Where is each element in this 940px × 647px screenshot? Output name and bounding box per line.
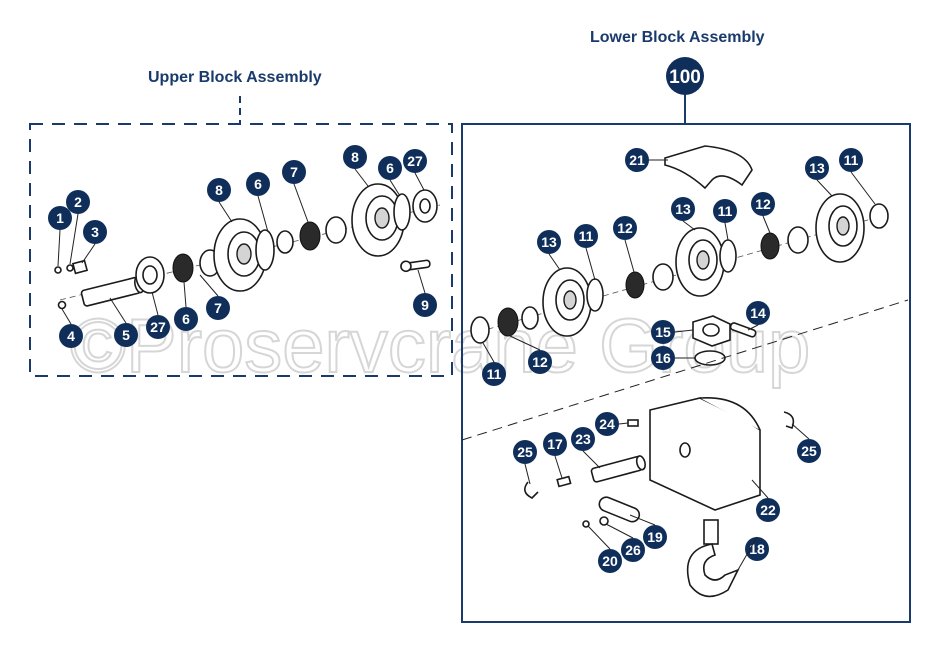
callout-badge: 5	[114, 323, 138, 347]
svg-text:20: 20	[602, 553, 618, 569]
callout-badge: 11	[839, 148, 863, 172]
assembly-100-badge: 100	[666, 57, 704, 95]
svg-text:12: 12	[755, 196, 771, 212]
callout-badge: 8	[207, 178, 231, 202]
svg-text:6: 6	[254, 176, 262, 192]
callout-badge: 12	[613, 216, 637, 240]
callout-badge: 24	[595, 412, 619, 436]
callout-badge: 7	[282, 160, 306, 184]
callout-badge: 6	[246, 172, 270, 196]
callout-badge: 26	[621, 538, 645, 562]
callout-badge: 13	[537, 230, 561, 254]
svg-text:27: 27	[407, 153, 423, 169]
callout-badge: 27	[403, 149, 427, 173]
lower-block-parts	[470, 145, 889, 598]
callout-badge: 11	[574, 224, 598, 248]
callout-badge: 11	[482, 362, 506, 386]
callout-badge: 4	[59, 324, 83, 348]
svg-text:13: 13	[541, 234, 557, 250]
callout-badge: 20	[598, 549, 622, 573]
svg-text:11: 11	[487, 366, 502, 382]
callout-badge: 14	[746, 301, 770, 325]
svg-text:7: 7	[214, 300, 222, 316]
svg-text:6: 6	[386, 160, 394, 176]
callout-badge: 7	[206, 296, 230, 320]
callout-badge: 6	[174, 307, 198, 331]
callout-badge: 8	[343, 145, 367, 169]
callout-badge: 22	[756, 498, 780, 522]
callout-badge: 13	[805, 156, 829, 180]
svg-text:26: 26	[625, 542, 641, 558]
svg-text:15: 15	[655, 324, 671, 340]
svg-text:24: 24	[599, 416, 615, 432]
svg-text:8: 8	[351, 149, 359, 165]
svg-text:22: 22	[760, 502, 776, 518]
svg-text:12: 12	[532, 354, 548, 370]
callout-badge: 25	[513, 440, 537, 464]
upper-block-title: Upper Block Assembly	[148, 69, 322, 86]
callout-badge: 2	[66, 190, 90, 214]
svg-text:21: 21	[629, 152, 645, 168]
lower-block-frame	[461, 94, 911, 623]
svg-text:6: 6	[182, 311, 190, 327]
svg-text:1: 1	[56, 210, 64, 226]
callout-badge: 11	[713, 199, 737, 223]
callout-badge: 12	[751, 192, 775, 216]
upper-block-frame	[29, 96, 453, 377]
callout-badge: 13	[0, 0, 16, 3]
callout-badge: 18	[745, 537, 769, 561]
upper-callouts: 1 2 3 4 5 27 6 8 7 6 7 8 6 27 9	[48, 145, 437, 348]
callout-badge: 6	[378, 156, 402, 180]
svg-text:27: 27	[150, 319, 166, 335]
svg-text:11: 11	[718, 203, 733, 219]
callout-badge: 13	[671, 197, 695, 221]
svg-text:2: 2	[74, 194, 82, 210]
svg-text:17: 17	[547, 436, 563, 452]
svg-text:5: 5	[122, 327, 130, 343]
svg-text:25: 25	[517, 444, 533, 460]
svg-text:9: 9	[421, 297, 429, 313]
upper-block-parts	[54, 183, 441, 310]
callout-badge: 9	[413, 293, 437, 317]
svg-text:16: 16	[655, 350, 671, 366]
lower-callouts: 21 13 11 11 12 13 12 13 11 14 15 16 11 1…	[0, 0, 863, 573]
svg-text:13: 13	[809, 160, 825, 176]
svg-text:11: 11	[844, 152, 859, 168]
lower-block-title: Lower Block Assembly	[590, 29, 765, 46]
svg-text:19: 19	[647, 529, 663, 545]
svg-text:8: 8	[215, 182, 223, 198]
assembly-number: 100	[669, 67, 701, 88]
svg-text:4: 4	[67, 328, 75, 344]
leader-lines	[57, 159, 909, 576]
callout-badge: 17	[543, 432, 567, 456]
callout-badge: 1	[48, 206, 72, 230]
callout-badge: 12	[528, 350, 552, 374]
svg-text:13: 13	[675, 201, 691, 217]
callout-badge: 23	[571, 427, 595, 451]
callout-badge: 15	[651, 320, 675, 344]
svg-text:11: 11	[579, 228, 594, 244]
callout-badge: 16	[651, 346, 675, 370]
svg-text:12: 12	[617, 220, 633, 236]
svg-text:7: 7	[290, 164, 298, 180]
callout-badge: 19	[643, 525, 667, 549]
svg-text:3: 3	[91, 224, 99, 240]
svg-text:25: 25	[801, 443, 817, 459]
svg-text:18: 18	[749, 541, 765, 557]
callout-badge: 27	[146, 315, 170, 339]
svg-text:14: 14	[750, 305, 766, 321]
callout-badge: 21	[625, 148, 649, 172]
callout-badge: 3	[83, 220, 107, 244]
callout-badge: 25	[797, 439, 821, 463]
svg-text:23: 23	[575, 431, 591, 447]
